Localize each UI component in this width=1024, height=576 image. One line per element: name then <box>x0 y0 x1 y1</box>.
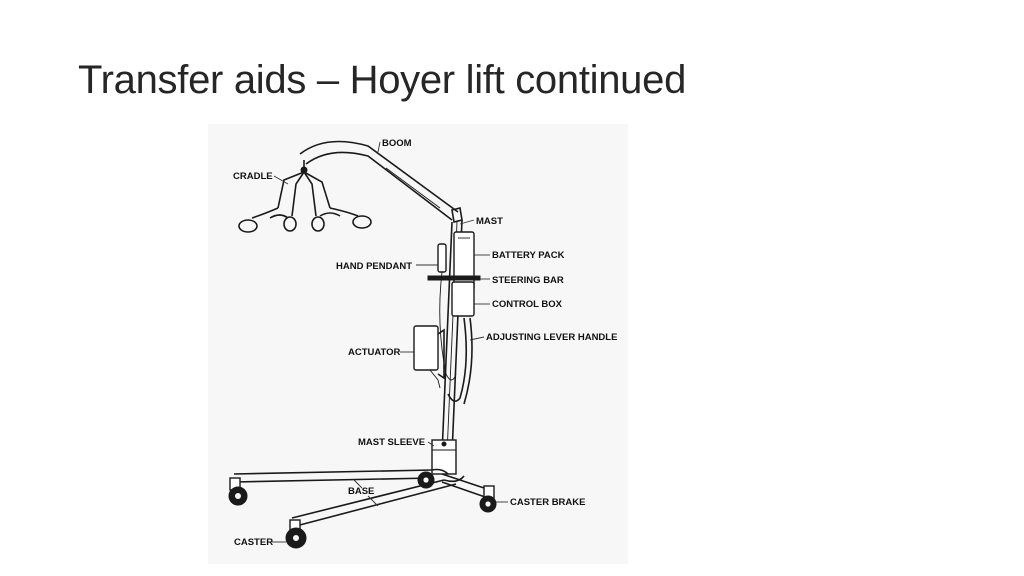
leader-base <box>353 479 379 507</box>
label-mast-sleeve: MAST SLEEVE <box>358 437 425 448</box>
label-mast: MAST <box>476 216 503 227</box>
hoyer-lift-diagram: BOOM CRADLE MAST BATTERY PACK HAND PENDA… <box>208 124 628 564</box>
leader-boom <box>377 141 381 153</box>
actuator <box>413 325 445 389</box>
label-base: BASE <box>348 486 374 497</box>
leader-mast <box>459 219 475 225</box>
label-control-box: CONTROL BOX <box>492 299 563 310</box>
base <box>233 468 491 527</box>
label-caster-brake: CASTER BRAKE <box>510 497 585 508</box>
hand-pendant <box>437 243 457 381</box>
label-adjusting-lever-handle: ADJUSTING LEVER HANDLE <box>486 332 617 343</box>
label-hand-pendant: HAND PENDANT <box>336 261 412 272</box>
slide-title: Transfer aids – Hoyer lift continued <box>78 58 687 102</box>
label-actuator: ACTUATOR <box>348 347 401 358</box>
battery-pack <box>453 231 475 291</box>
label-steering-bar: STEERING BAR <box>492 275 564 286</box>
caster-front-left <box>285 519 307 549</box>
mast-sleeve <box>431 439 457 475</box>
leader-cradle <box>273 175 289 185</box>
steering-bar <box>427 275 481 281</box>
caster-brake-wheel <box>479 485 497 513</box>
label-boom: BOOM <box>382 138 412 149</box>
adjusting-lever-handle <box>447 317 473 405</box>
caster-back-left <box>228 477 248 506</box>
label-cradle: CRADLE <box>233 171 273 182</box>
leader-mast-sleeve <box>427 441 435 447</box>
label-battery-pack: BATTERY PACK <box>492 250 565 261</box>
caster-mast <box>417 471 435 489</box>
label-caster: CASTER <box>234 537 273 548</box>
cradle <box>238 160 372 233</box>
boom <box>299 140 463 223</box>
leader-adjusting-lever-handle <box>469 336 485 341</box>
control-box <box>451 281 475 317</box>
hoyer-lift-illustration: BOOM CRADLE MAST BATTERY PACK HAND PENDA… <box>228 138 617 549</box>
